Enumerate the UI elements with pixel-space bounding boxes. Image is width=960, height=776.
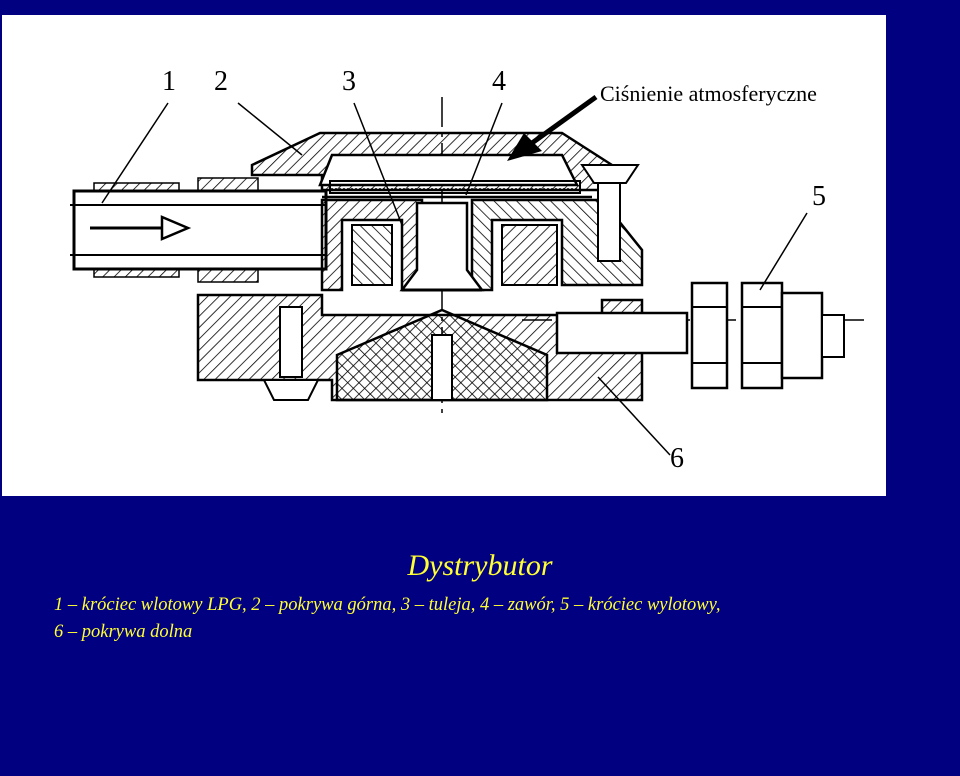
caption-line-2: 6 – pokrywa dolna bbox=[54, 622, 193, 642]
part-number-1: 1 bbox=[162, 66, 176, 97]
leader-line-1 bbox=[101, 102, 169, 204]
main-body bbox=[320, 198, 644, 292]
part-number-4: 4 bbox=[492, 66, 506, 97]
caption-line-1: 1 – króciec wlotowy LPG, 2 – pokrywa gór… bbox=[54, 595, 721, 615]
screw-top-right bbox=[580, 164, 640, 262]
part-number-3: 3 bbox=[342, 66, 356, 97]
outlet-fitting bbox=[555, 281, 845, 390]
inlet-pipe bbox=[70, 177, 328, 283]
leader-line-6 bbox=[597, 376, 671, 456]
flow-arrow bbox=[90, 215, 192, 241]
leader-line-5 bbox=[759, 212, 808, 291]
sleeve bbox=[399, 201, 485, 292]
diaphragm bbox=[322, 180, 592, 199]
atmospheric-pressure-label: Ciśnienie atmosferyczne bbox=[600, 81, 817, 106]
leader-line-4 bbox=[465, 102, 503, 196]
atmospheric-pressure-arrow bbox=[507, 94, 598, 161]
upper-cover bbox=[250, 131, 614, 192]
lower-cover bbox=[196, 293, 644, 402]
leader-line-3 bbox=[353, 102, 403, 226]
diagram-svg: 1 2 3 4 5 6 Ciśnienie atmosferyczne bbox=[70, 66, 864, 474]
distributor-cross-section-diagram: 1 2 3 4 5 6 Ciśnienie atmosferyczne bbox=[2, 15, 886, 496]
parts-caption: 1 – króciec wlotowy LPG, 2 – pokrywa gór… bbox=[54, 592, 914, 646]
part-number-2: 2 bbox=[214, 66, 228, 97]
screw-left bbox=[262, 306, 320, 401]
part-number-5: 5 bbox=[812, 181, 826, 212]
leader-line-2 bbox=[237, 102, 303, 156]
slide-title: Dystrybutor bbox=[407, 549, 553, 582]
part-number-6: 6 bbox=[670, 443, 684, 474]
